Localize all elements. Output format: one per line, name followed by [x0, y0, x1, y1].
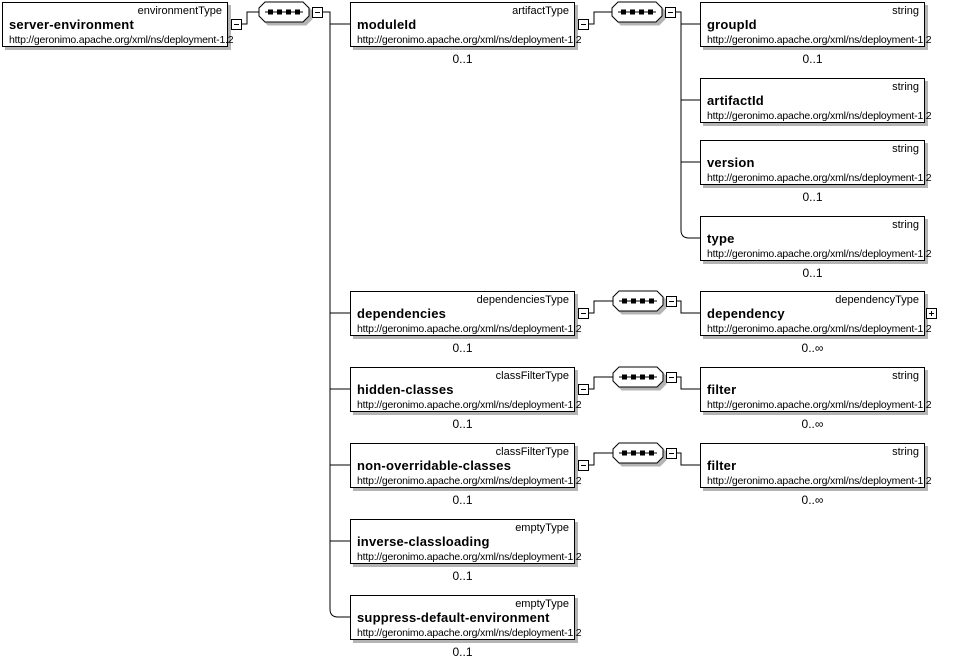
element-type-label: classFilterType	[495, 370, 569, 382]
element-type-label: environmentType	[137, 5, 222, 17]
element-type-label: string	[892, 143, 919, 155]
cardinality-label: 0..∞	[801, 493, 824, 507]
element-namespace: http://geronimo.apache.org/xml/ns/deploy…	[357, 475, 582, 487]
element-type-label: emptyType	[515, 522, 569, 534]
collapse-button[interactable]	[578, 460, 589, 471]
collapse-button[interactable]	[578, 19, 589, 30]
element-namespace: http://geronimo.apache.org/xml/ns/deploy…	[9, 34, 234, 46]
element-box-type[interactable]: string type http://geronimo.apache.org/x…	[700, 216, 932, 261]
element-name: server-environment	[9, 17, 134, 32]
element-type-label: classFilterType	[495, 446, 569, 458]
element-name: moduleId	[357, 17, 417, 32]
element-box-dependency[interactable]: dependencyType dependency http://geronim…	[700, 291, 932, 336]
element-namespace: http://geronimo.apache.org/xml/ns/deploy…	[707, 110, 932, 122]
element-type-label: dependenciesType	[476, 294, 569, 306]
element-box-dependencies[interactable]: dependenciesType dependencies http://ger…	[350, 291, 582, 336]
element-box-hidden-classes[interactable]: classFilterType hidden-classes http://ge…	[350, 367, 582, 412]
collapse-button[interactable]	[312, 7, 323, 18]
sequence-icon[interactable]	[611, 1, 667, 27]
element-box-version[interactable]: string version http://geronimo.apache.or…	[700, 140, 932, 185]
element-type-label: string	[892, 446, 919, 458]
element-type-label: emptyType	[515, 598, 569, 610]
element-name: dependency	[707, 306, 785, 321]
element-namespace: http://geronimo.apache.org/xml/ns/deploy…	[707, 172, 932, 184]
cardinality-label: 0..1	[452, 417, 473, 431]
element-namespace: http://geronimo.apache.org/xml/ns/deploy…	[707, 399, 932, 411]
element-box-inverse-classloading[interactable]: emptyType inverse-classloading http://ge…	[350, 519, 582, 564]
element-type-label: string	[892, 219, 919, 231]
cardinality-label: 0..1	[802, 266, 823, 280]
element-box-module-id[interactable]: artifactType moduleId http://geronimo.ap…	[350, 2, 582, 47]
cardinality-label: 0..∞	[801, 417, 824, 431]
sequence-icon[interactable]	[612, 442, 668, 468]
element-box-server-environment[interactable]: environmentType server-environment http:…	[2, 2, 234, 47]
element-namespace: http://geronimo.apache.org/xml/ns/deploy…	[357, 551, 582, 563]
element-box-filter-non-overridable[interactable]: string filter http://geronimo.apache.org…	[700, 443, 932, 488]
element-name: groupId	[707, 17, 757, 32]
element-namespace: http://geronimo.apache.org/xml/ns/deploy…	[357, 323, 582, 335]
element-box-non-overridable-classes[interactable]: classFilterType non-overridable-classes …	[350, 443, 582, 488]
cardinality-label: 0..1	[452, 645, 473, 659]
sequence-icon[interactable]	[612, 366, 668, 392]
cardinality-label: 0..1	[452, 569, 473, 583]
cardinality-label: 0..1	[452, 52, 473, 66]
element-name: filter	[707, 382, 737, 397]
element-namespace: http://geronimo.apache.org/xml/ns/deploy…	[357, 34, 582, 46]
element-box-group-id[interactable]: string groupId http://geronimo.apache.or…	[700, 2, 932, 47]
collapse-button[interactable]	[665, 7, 676, 18]
cardinality-label: 0..1	[802, 190, 823, 204]
element-namespace: http://geronimo.apache.org/xml/ns/deploy…	[357, 627, 582, 639]
element-name: filter	[707, 458, 737, 473]
element-namespace: http://geronimo.apache.org/xml/ns/deploy…	[357, 399, 582, 411]
collapse-button[interactable]	[578, 308, 589, 319]
element-name: hidden-classes	[357, 382, 454, 397]
element-box-artifact-id[interactable]: string artifactId http://geronimo.apache…	[700, 78, 932, 123]
element-type-label: artifactType	[512, 5, 569, 17]
cardinality-label: 0..1	[452, 493, 473, 507]
collapse-button[interactable]	[231, 19, 242, 30]
element-namespace: http://geronimo.apache.org/xml/ns/deploy…	[707, 475, 932, 487]
element-type-label: dependencyType	[835, 294, 919, 306]
cardinality-label: 0..1	[452, 341, 473, 355]
element-box-suppress-default-environment[interactable]: emptyType suppress-default-environment h…	[350, 595, 582, 640]
sequence-icon[interactable]	[258, 1, 314, 27]
element-type-label: string	[892, 370, 919, 382]
element-name: inverse-classloading	[357, 534, 490, 549]
expand-button[interactable]	[926, 308, 937, 319]
element-name: version	[707, 155, 755, 170]
element-name: artifactId	[707, 93, 764, 108]
element-name: suppress-default-environment	[357, 610, 550, 625]
cardinality-label: 0..∞	[801, 341, 824, 355]
element-name: non-overridable-classes	[357, 458, 512, 473]
element-name: type	[707, 231, 735, 246]
element-box-filter-hidden[interactable]: string filter http://geronimo.apache.org…	[700, 367, 932, 412]
collapse-button[interactable]	[666, 296, 677, 307]
collapse-button[interactable]	[666, 448, 677, 459]
element-name: dependencies	[357, 306, 447, 321]
element-type-label: string	[892, 5, 919, 17]
collapse-button[interactable]	[666, 372, 677, 383]
element-type-label: string	[892, 81, 919, 93]
sequence-icon[interactable]	[612, 290, 668, 316]
cardinality-label: 0..1	[802, 52, 823, 66]
element-namespace: http://geronimo.apache.org/xml/ns/deploy…	[707, 248, 932, 260]
collapse-button[interactable]	[578, 384, 589, 395]
element-namespace: http://geronimo.apache.org/xml/ns/deploy…	[707, 323, 932, 335]
element-namespace: http://geronimo.apache.org/xml/ns/deploy…	[707, 34, 932, 46]
